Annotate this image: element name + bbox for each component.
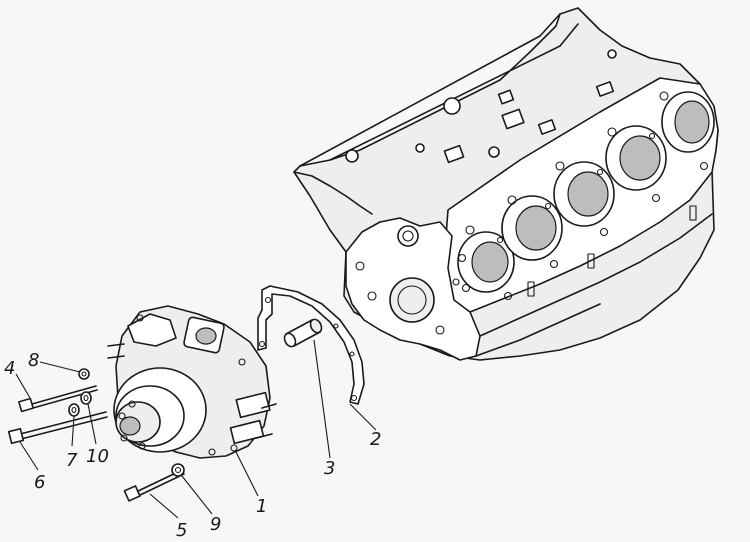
cover-gasket	[257, 285, 365, 405]
callout-2: 2	[370, 429, 381, 450]
callout-7: 7	[66, 450, 78, 471]
callout-3: 3	[324, 458, 335, 479]
crankshaft-bore	[389, 277, 435, 323]
callout-5: 5	[176, 520, 187, 541]
callout-numbers: 1 2 3 4 5 6 7 8 9 10	[4, 350, 381, 541]
callout-10: 10	[86, 446, 109, 467]
camshaft-bore	[397, 225, 419, 247]
washer-9	[171, 463, 185, 477]
block-bosses	[345, 49, 617, 164]
engine-block	[293, 7, 719, 361]
spring-washer-8	[78, 368, 90, 380]
engine-block-side-rail	[293, 171, 373, 215]
bolt-6	[7, 411, 108, 445]
deck-bolt-holes	[457, 91, 709, 301]
leader-lines	[15, 339, 377, 519]
callout-8: 8	[28, 350, 39, 371]
callout-9: 9	[210, 514, 221, 535]
callout-4: 4	[4, 358, 15, 379]
callout-1: 1	[256, 496, 267, 517]
dowel-sleeve	[283, 318, 323, 348]
washer-7	[68, 403, 80, 417]
callout-6: 6	[34, 472, 45, 493]
cylinder-bores	[457, 91, 715, 293]
timing-gear-housing	[107, 305, 277, 459]
washer-10	[80, 391, 92, 405]
